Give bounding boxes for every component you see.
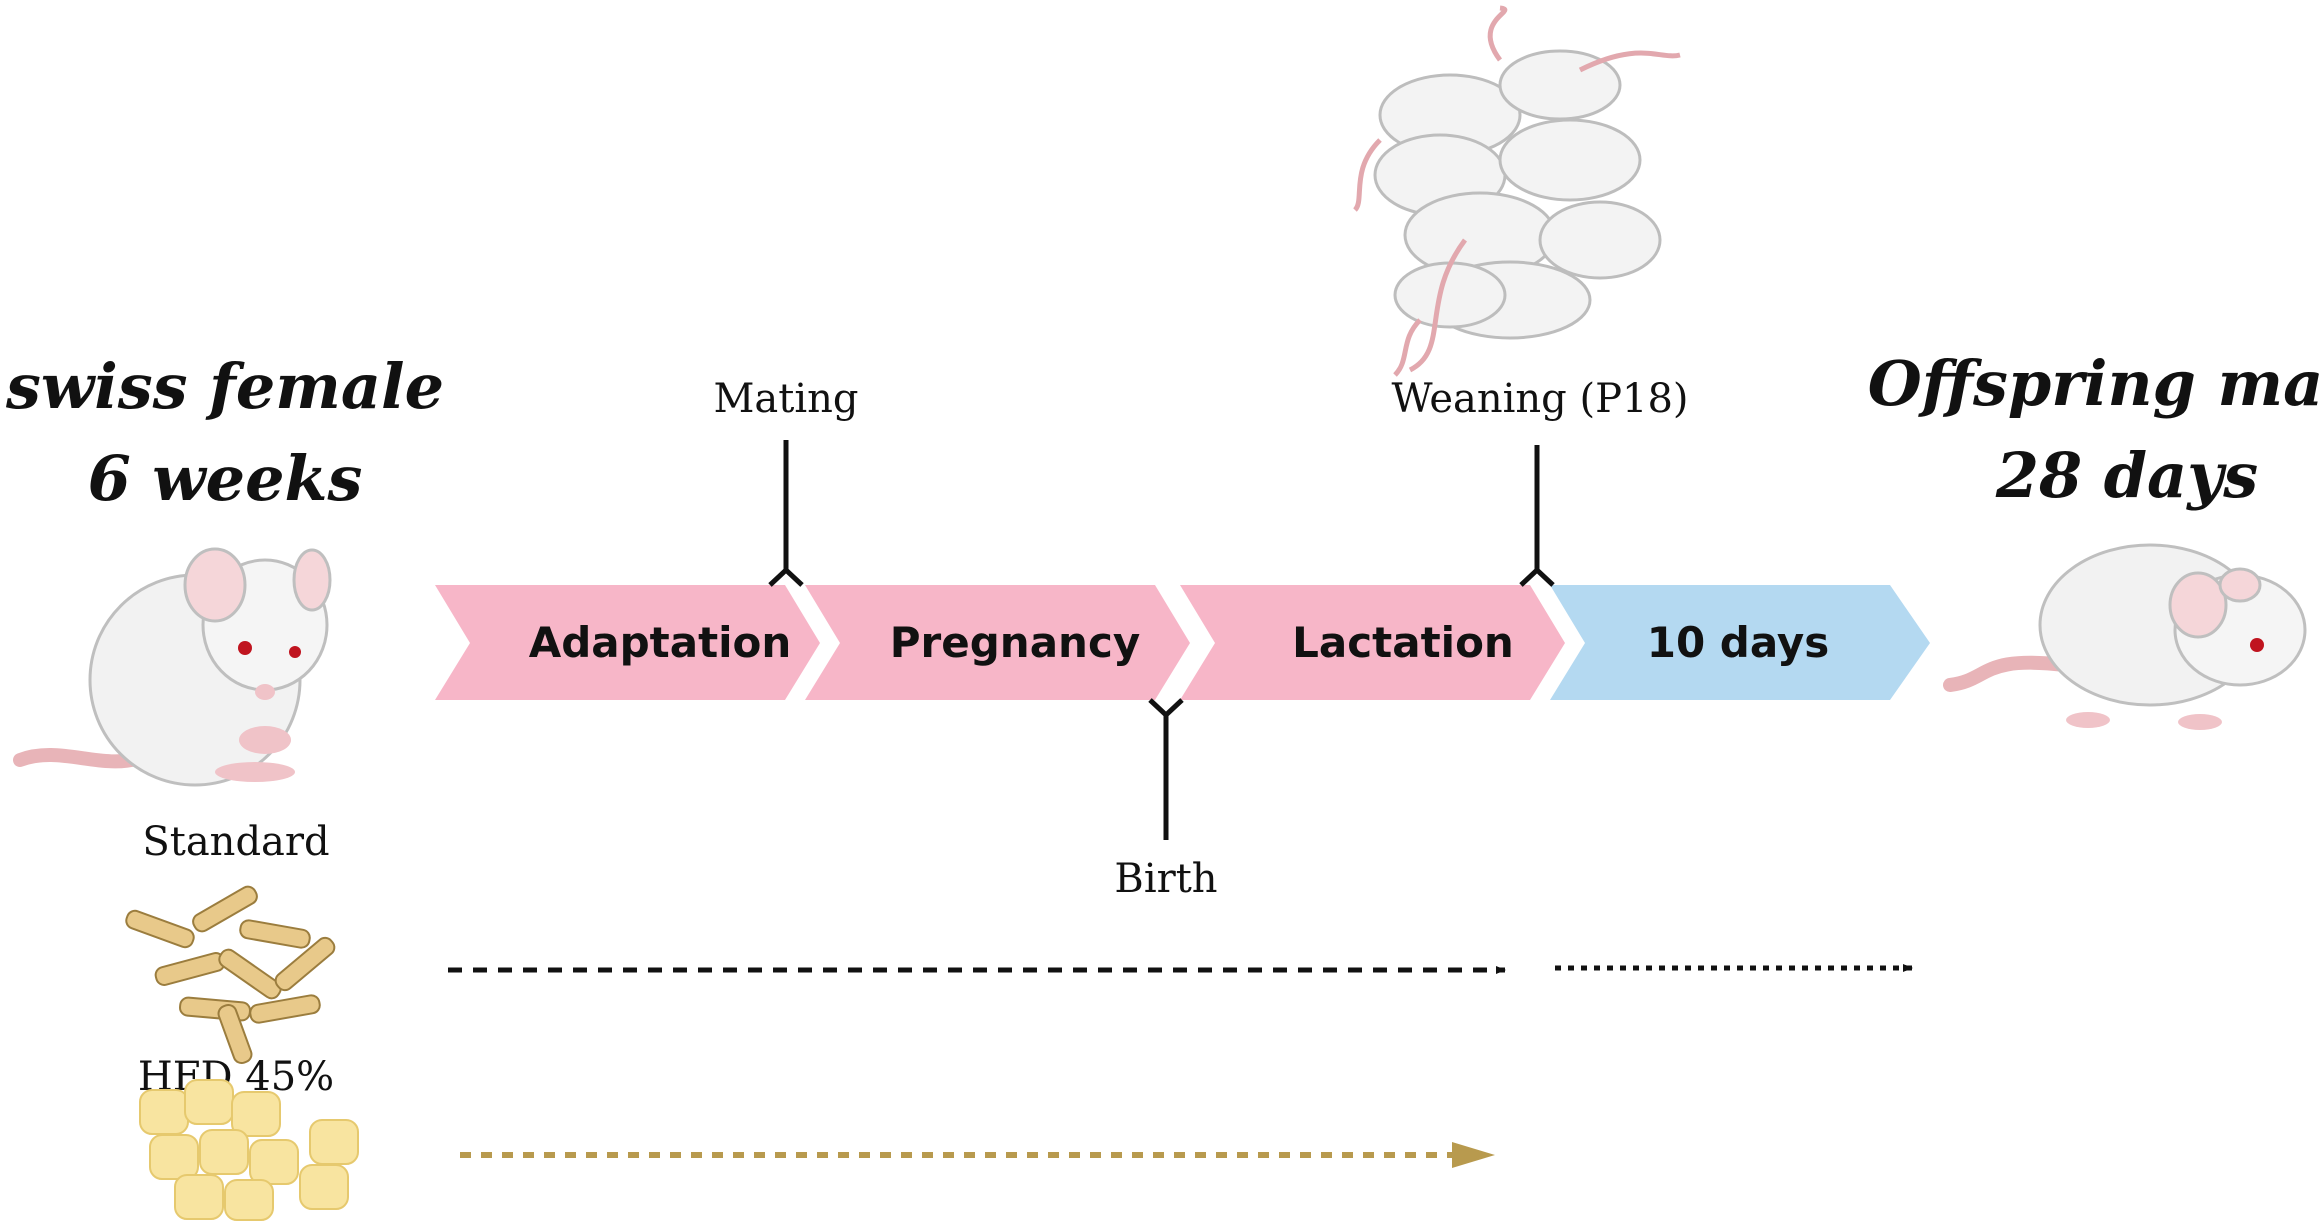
weaning-marker bbox=[1519, 445, 1555, 587]
right-title-line2: 28 days bbox=[1995, 439, 2258, 512]
right-title-line1: Offspring male bbox=[1868, 347, 2321, 420]
offspring-mouse-icon bbox=[1943, 543, 2307, 730]
standard-chow-icon bbox=[125, 885, 336, 1065]
phase-10days-label: 10 days bbox=[1647, 618, 1830, 667]
phase-adaptation-shape bbox=[435, 585, 820, 700]
phase-pregnancy-label: Pregnancy bbox=[890, 618, 1140, 667]
birth-marker bbox=[1148, 698, 1184, 840]
left-title-line2: 6 weeks bbox=[88, 442, 363, 515]
phase-lactation-shape bbox=[1180, 585, 1565, 700]
phase-adaptation-label: Adaptation bbox=[529, 618, 792, 667]
left-title-line1: swiss female bbox=[5, 350, 444, 423]
phase-10days-shape bbox=[1550, 585, 1930, 700]
female-mouse-icon bbox=[13, 547, 332, 787]
standard-diet-label: Standard bbox=[142, 819, 329, 865]
hfd-chow-icon bbox=[139, 1079, 359, 1221]
mating-marker bbox=[768, 440, 804, 587]
phase-lactation-label: Lactation bbox=[1292, 618, 1514, 667]
phase-chevrons bbox=[435, 585, 1930, 700]
birth-label: Birth bbox=[1114, 856, 1217, 902]
hfd-diet-arrowhead bbox=[1452, 1142, 1495, 1168]
weaning-label: Weaning (P18) bbox=[1391, 376, 1688, 422]
pups-icon bbox=[1352, 5, 1681, 377]
phase-pregnancy-shape bbox=[805, 585, 1190, 700]
mating-label: Mating bbox=[713, 376, 858, 422]
